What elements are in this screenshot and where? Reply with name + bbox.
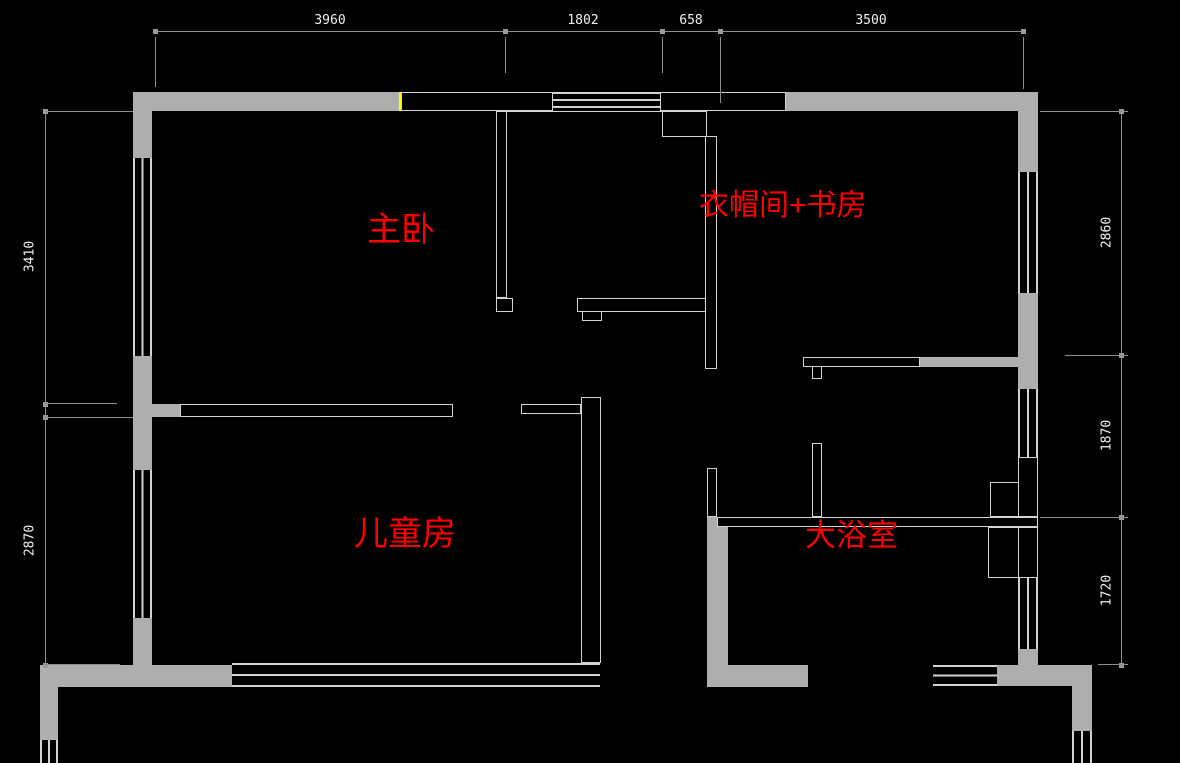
wall-segment [1018, 649, 1038, 665]
wall-segment [1018, 527, 1038, 578]
window-symbol [133, 470, 152, 618]
extension-line [662, 37, 663, 73]
dimension-line-top [155, 31, 1023, 32]
wall-segment [577, 298, 707, 312]
wall-segment [40, 665, 232, 687]
dim-label-top-1802: 1802 [567, 13, 599, 28]
dim-label-top-3960: 3960 [314, 13, 346, 28]
room-label-master-bedroom: 主卧 [367, 211, 435, 249]
extension-line [45, 403, 117, 404]
window-symbol [1018, 172, 1038, 293]
wall-segment [521, 404, 581, 414]
dim-label-top-658: 658 [679, 13, 703, 28]
wall-segment [705, 136, 717, 369]
wall-segment [1018, 457, 1038, 517]
extension-line [1040, 111, 1128, 112]
extension-line [720, 37, 721, 103]
wall-segment [1018, 111, 1038, 172]
extension-line [1065, 355, 1128, 356]
wall-segment [707, 468, 717, 517]
dim-label-left-2870: 2870 [22, 524, 38, 557]
dimension-tick [660, 29, 665, 34]
wall-segment [812, 443, 822, 517]
dim-label-right-2860: 2860 [1099, 216, 1115, 249]
extension-line [45, 664, 120, 665]
window-symbol [133, 158, 152, 356]
wall-segment [40, 665, 58, 740]
dim-label-right-1720: 1720 [1099, 574, 1115, 607]
wall-segment [1018, 293, 1038, 389]
wall-segment [180, 404, 453, 417]
wall-segment [717, 517, 1038, 527]
dimension-tick [1119, 663, 1124, 668]
window-symbol [933, 665, 997, 686]
wall-segment [496, 111, 507, 298]
wall-segment [133, 92, 399, 111]
extension-line [155, 37, 156, 87]
wall-segment [1072, 686, 1092, 731]
dimension-line-right [1121, 111, 1122, 665]
dim-label-left-3410: 3410 [22, 240, 38, 273]
wall-segment [662, 111, 707, 137]
wall-segment [988, 527, 1019, 578]
room-label-cloakroom-study: 衣帽间+书房 [699, 189, 867, 222]
wall-segment [581, 397, 601, 663]
dimension-tick [43, 402, 48, 407]
extension-line [45, 111, 133, 112]
wall-segment [786, 92, 1038, 111]
wall-segment [133, 92, 152, 158]
wall-segment [990, 482, 1019, 517]
dimension-tick [1021, 29, 1026, 34]
dimension-tick [718, 29, 723, 34]
window-symbol [40, 740, 58, 763]
wall-segment [133, 356, 152, 470]
extension-line [1040, 517, 1128, 518]
window-symbol [1072, 731, 1092, 763]
extension-line [45, 417, 133, 418]
wall-segment [582, 311, 602, 321]
wall-segment [707, 517, 728, 687]
wall-segment [707, 665, 808, 687]
dimension-tick [503, 29, 508, 34]
dimension-line-left [45, 111, 46, 665]
extension-line [1023, 37, 1024, 89]
wall-segment [660, 92, 786, 111]
extension-line [505, 37, 506, 73]
wall-segment [812, 366, 822, 379]
wall-joint-marker [399, 92, 401, 111]
dim-label-right-1870: 1870 [1099, 419, 1115, 452]
dim-label-top-3500: 3500 [855, 13, 887, 28]
wall-segment [496, 298, 513, 312]
extension-line [1098, 664, 1128, 665]
wall-segment [920, 357, 1018, 367]
dimension-tick [43, 663, 48, 668]
window-symbol [553, 92, 660, 108]
wall-segment [401, 92, 553, 111]
wall-segment [152, 404, 180, 417]
window-symbol [232, 663, 600, 687]
dimension-tick [153, 29, 158, 34]
window-symbol [1018, 578, 1038, 649]
wall-segment [133, 618, 152, 665]
wall-segment [803, 357, 920, 367]
room-label-bathroom: 大浴室 [805, 518, 898, 553]
room-label-kids-room: 儿童房 [354, 515, 456, 553]
window-symbol [1018, 389, 1038, 457]
wall-segment [997, 665, 1092, 686]
wall-inner-line [507, 111, 662, 112]
